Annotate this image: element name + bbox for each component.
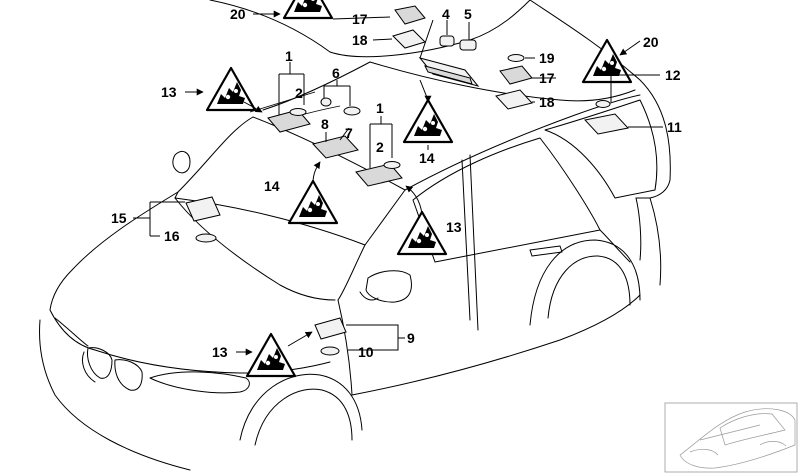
label-18-top: 18 (352, 32, 368, 48)
warning-triangle-20-top (282, 0, 334, 20)
label-20-top: 20 (230, 6, 246, 22)
warning-triangle-14-center (402, 98, 454, 144)
reading-lamp-18-right (495, 89, 533, 110)
bulb-16 (195, 233, 217, 243)
label-20-right: 20 (643, 34, 659, 50)
roof-lamp-1-right (355, 163, 403, 187)
label-1-right: 1 (376, 100, 384, 116)
glovebox-lamp-15 (185, 196, 221, 222)
label-5: 5 (464, 6, 472, 22)
warning-triangle-14-left (287, 179, 339, 225)
label-4: 4 (442, 6, 450, 22)
reading-lamp-18-top (392, 29, 426, 49)
warning-triangle-13-mid (396, 210, 448, 256)
label-11: 11 (667, 119, 682, 135)
warning-triangle-20-right (581, 38, 633, 84)
label-1-left: 1 (285, 48, 293, 64)
bulb-8 (343, 106, 361, 116)
label-16: 16 (164, 228, 180, 244)
label-2-right: 2 (376, 139, 384, 155)
label-12: 12 (665, 67, 681, 83)
label-17-top: 17 (352, 11, 368, 27)
label-13-left: 13 (161, 84, 177, 100)
center-lamp-7 (312, 135, 359, 159)
rear-lamp-11 (584, 113, 629, 135)
bulb-2-right (383, 161, 401, 169)
label-17-right: 17 (539, 70, 555, 86)
label-13-mid: 13 (446, 219, 462, 235)
label-9: 9 (407, 330, 415, 346)
bulb-2-left (289, 108, 307, 116)
bulb-6 (320, 97, 332, 107)
bulb-5 (459, 39, 477, 51)
roof-console-lamp (418, 57, 480, 87)
label-14-left: 14 (264, 178, 280, 194)
callout-labels: 20 17 18 4 5 19 17 18 20 12 11 13 1 2 6 … (111, 6, 682, 360)
bulb-12 (595, 100, 611, 108)
reading-lamp-17-top (394, 5, 426, 25)
footwell-lamp-9 (314, 317, 347, 340)
leader-lines (133, 10, 663, 356)
label-8: 8 (321, 116, 329, 132)
label-19: 19 (539, 50, 555, 66)
label-15: 15 (111, 210, 127, 226)
car-outline (39, 0, 671, 471)
label-13-bottom: 13 (212, 344, 228, 360)
bulb-10 (320, 346, 340, 356)
bulb-4 (439, 35, 455, 47)
warning-triangle-13-bottom (245, 332, 297, 378)
label-18-right: 18 (539, 94, 555, 110)
bulb-19 (507, 54, 525, 62)
label-10: 10 (358, 344, 374, 360)
label-14-center: 14 (419, 150, 435, 166)
label-6: 6 (332, 65, 340, 81)
overview-car-thumbnail (664, 402, 798, 473)
label-2-left: 2 (295, 85, 303, 101)
reading-lamp-17-right (499, 65, 533, 85)
label-7: 7 (345, 125, 353, 141)
